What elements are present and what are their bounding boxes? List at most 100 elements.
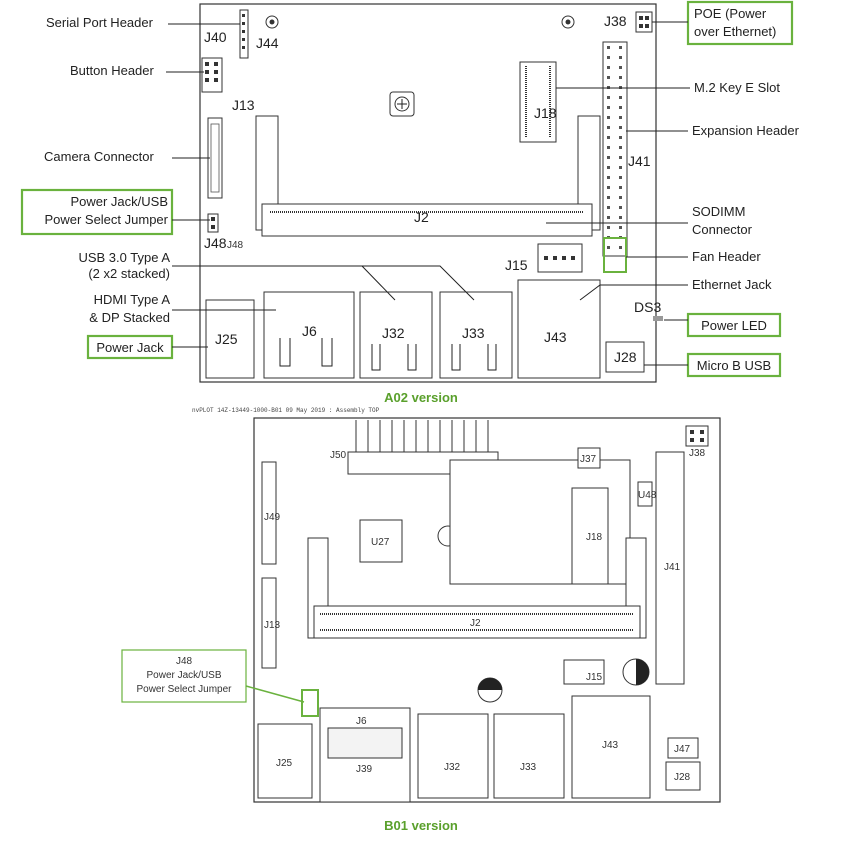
b01-j41-expansion-header [655,451,685,685]
b01-j37 [577,447,601,469]
a02-ref-j40: J40 [204,29,227,45]
a02-caption: A02 version [384,390,458,405]
a02-ref-j15: J15 [505,257,528,273]
a02-power-jack [205,299,255,379]
b01-ref-j25: J25 [276,758,293,769]
b01-ref-j50: J50 [330,450,347,461]
a02-ref-j2: J2 [414,209,429,225]
b01-j49-connector [261,461,277,565]
b01-j15-fan-header [563,659,605,685]
b01-u48 [637,481,653,507]
a02-callout-power-select-jumper [20,188,174,236]
a02-label-hdmi-1: HDMI Type A [94,292,171,307]
b01-u27-chip [359,519,403,563]
b01-sodimm-connector [313,605,641,639]
a02-ref-j48: J48 [204,235,227,251]
b01-j39-inner [327,727,403,759]
a02-micro-usb [605,341,645,373]
b01-ref-j28: J28 [674,772,691,783]
a02-j48-jumper [207,213,219,233]
a02-label-power-jack: Power Jack [96,340,164,355]
a02-label-power-jack-usb-1: Power Jack/USB [70,194,168,209]
b01-j38-header [685,425,709,447]
b01-ref-j6: J6 [356,716,367,727]
a02-label-fan: Fan Header [692,249,761,264]
b01-caption: B01 version [384,818,458,833]
a02-sodimm-connector [261,203,593,237]
a02-ethernet-jack [517,279,601,379]
b01-j33-usb [493,713,565,799]
b01-j18-slot [571,487,609,585]
a02-label-sodimm-1: SODIMM [692,204,745,219]
a02-ds3-led [653,316,663,321]
a02-button-header [201,57,223,93]
a02-ref-j32: J32 [382,325,405,341]
a02-label-hdmi-2: & DP Stacked [89,310,170,325]
b01-ref-j18: J18 [586,532,603,543]
a02-label-camera: Camera Connector [44,149,154,164]
b01-ref-j32: J32 [444,762,461,773]
a02-label-usb30-1: USB 3.0 Type A [78,250,170,265]
b01-ref-j43: J43 [602,740,619,751]
a02-camera-connector [207,117,223,199]
b01-ref-j37: J37 [580,454,597,465]
b01-callout-j48 [121,649,247,703]
a02-label-micro-usb: Micro B USB [697,358,771,373]
a02-label-usb30-2: (2 x2 stacked) [88,266,170,281]
b01-j43-ethernet [571,695,651,799]
a02-poe-header [635,11,653,33]
a02-label-power-jack-usb-2: Power Select Jumper [44,212,168,227]
b01-ref-u48: U48 [638,490,657,501]
b01-ref-j47: J47 [674,744,691,755]
b01-ref-u27: U27 [371,537,390,548]
a02-label-m2: M.2 Key E Slot [694,80,780,95]
b01-j28-micro-usb [665,761,701,791]
a02-ref-j41: J41 [628,153,651,169]
a02-label-poe-1: POE (Power [694,6,767,21]
a02-label-power-led: Power LED [701,318,767,333]
b01-ref-j15: J15 [586,672,603,683]
b01-ref-j13: J13 [264,620,281,631]
a02-ref-j6: J6 [302,323,317,339]
a02-callout-poe [686,0,794,46]
b01-ref-j33: J33 [520,762,537,773]
a02-ref-j48-small: J48 [227,240,244,251]
b01-callout-line-3: Power Select Jumper [136,684,232,695]
a02-ref-j38: J38 [604,13,627,29]
a02-label-serial-port: Serial Port Header [46,15,154,30]
b01-j13-connector [261,577,277,669]
b01-silkscreen-header: nvPLOT 14Z-13449-1000-B01 09 May 2019 : … [192,407,380,414]
a02-ref-j13: J13 [232,97,255,113]
a02-hdmi-dp-stacked [263,291,355,379]
a02-ds3-label: DS3 [634,299,661,315]
a02-label-expansion: Expansion Header [692,123,800,138]
a02-ref-j43: J43 [544,329,567,345]
a02-diagram: J44 J40 J13 J48 J48 J2 J18 J38 [20,0,800,405]
b01-ref-j41: J41 [664,562,681,573]
a02-label-poe-2: over Ethernet) [694,24,776,39]
a02-label-sodimm-2: Connector [692,222,753,237]
b01-diagram: nvPLOT 14Z-13449-1000-B01 09 May 2019 : … [121,407,721,833]
a02-ref-j33: J33 [462,325,485,341]
b01-ref-j2: J2 [470,618,481,629]
b01-j48-jumper-highlight [301,689,319,717]
a02-label-ethernet: Ethernet Jack [692,277,772,292]
a02-ref-j44: J44 [256,35,279,51]
a02-label-button-header: Button Header [70,63,155,78]
a02-callout-power-led [686,312,782,338]
b01-j32-usb [417,713,489,799]
b01-callout-line-1: J48 [176,656,193,667]
a02-fan-pin-highlight [603,237,627,273]
b01-callout-line-2: Power Jack/USB [146,670,221,681]
a02-serial-port-header [239,9,249,59]
b01-j25-power-jack [257,723,313,799]
b01-ref-j38: J38 [689,448,706,459]
a02-ref-j25: J25 [215,331,238,347]
a02-expansion-header [602,41,628,257]
b01-j47 [667,737,699,759]
a02-ref-j28: J28 [614,349,637,365]
a02-ref-j18: J18 [534,105,557,121]
b01-ref-j39: J39 [356,764,373,775]
b01-ref-j49: J49 [264,512,281,523]
